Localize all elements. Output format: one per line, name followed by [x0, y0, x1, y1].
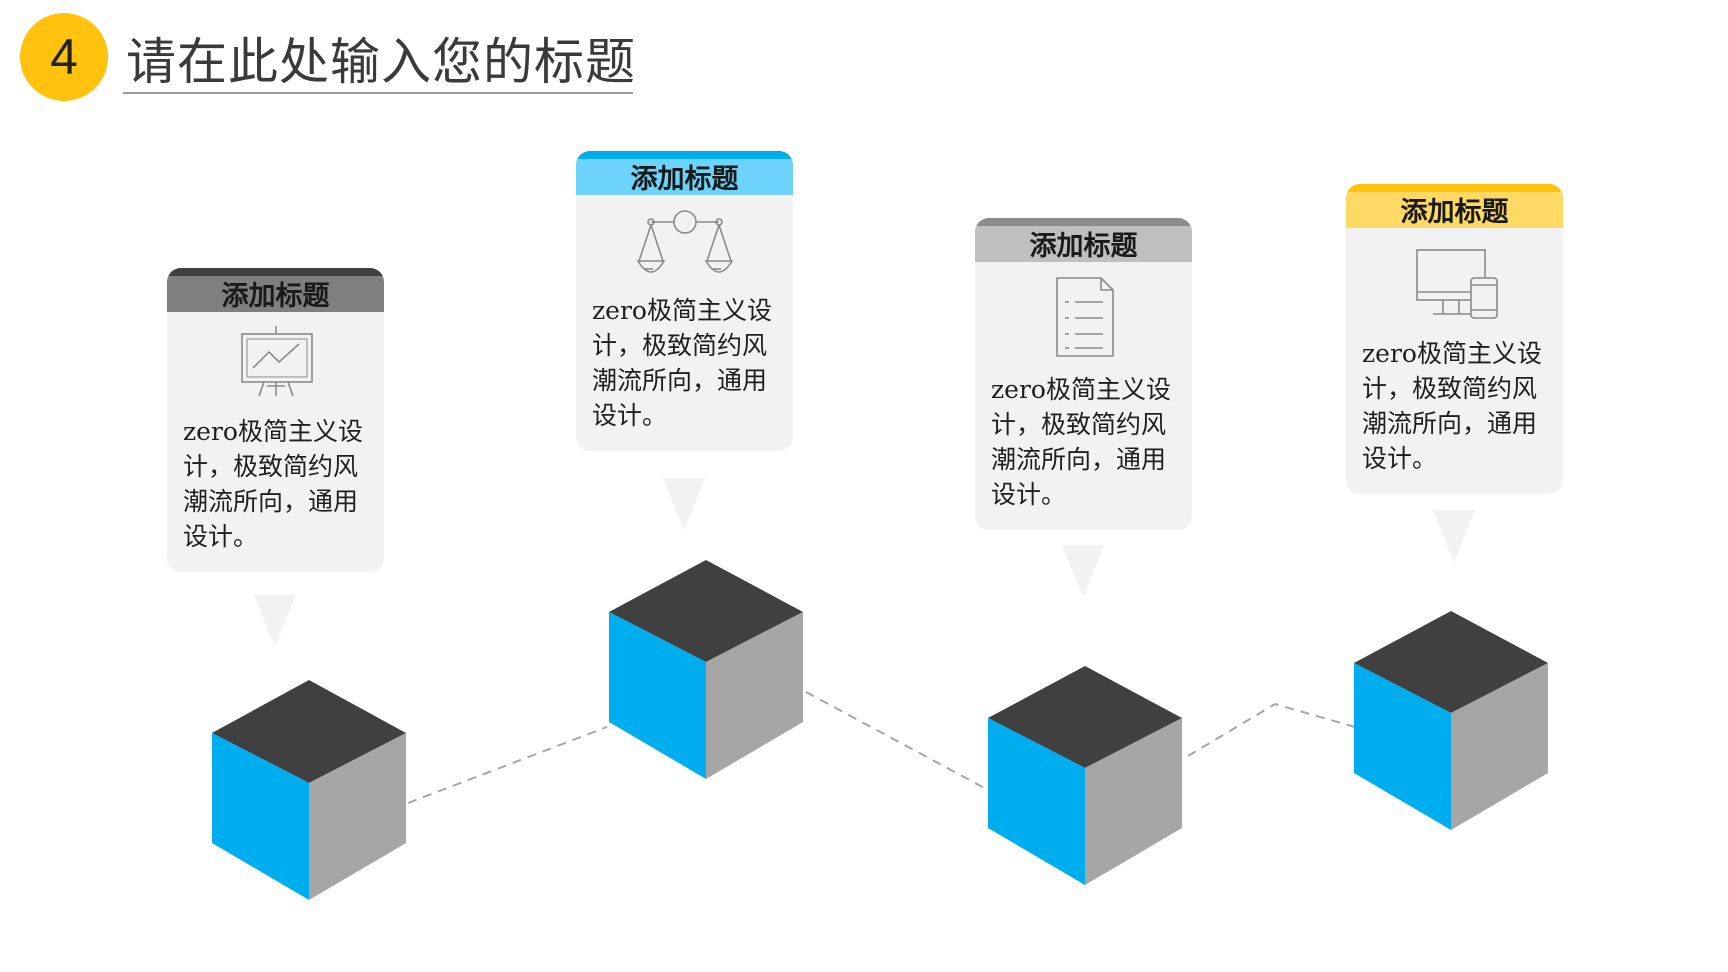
card-4-title: 添加标题: [1400, 196, 1509, 228]
cube-4-right: [1451, 663, 1548, 830]
step-card-4: 添加标题 zero极简主义设计，极致简约风潮流所向，通用设计。: [1346, 184, 1563, 494]
card-1-header-band: [167, 268, 384, 276]
card-3-title: 添加标题: [1029, 230, 1138, 262]
card-2-header[interactable]: 添加标题: [576, 151, 793, 195]
card-2-header-band: [576, 151, 793, 159]
connector-line-1-2: [407, 726, 608, 804]
card-4-header[interactable]: 添加标题: [1346, 184, 1563, 228]
step-number-badge: 4: [20, 13, 108, 101]
cube-1: [212, 680, 406, 900]
card-4-header-band: [1346, 184, 1563, 192]
card-3-description: zero极简主义设计，极致简约风潮流所向，通用设计。: [991, 375, 1171, 509]
cube-2: [609, 560, 803, 779]
cube-3-top: [988, 666, 1182, 768]
cube-1-left: [212, 733, 309, 900]
card-1-pointer: [254, 595, 296, 647]
document-icon: [1055, 277, 1114, 357]
card-4-pointer: [1433, 510, 1475, 562]
cube-4: [1354, 611, 1548, 830]
cube-4-top: [1354, 611, 1548, 713]
card-4-description: zero极简主义设计，极致简约风潮流所向，通用设计。: [1362, 339, 1542, 473]
card-2-description: zero极简主义设计，极致简约风潮流所向，通用设计。: [592, 296, 772, 430]
page-title[interactable]: 请在此处输入您的标题: [126, 33, 636, 91]
balance-scale-icon: [636, 210, 733, 273]
step-card-3: 添加标题 zero极简主义设计，极致简约风潮流所向，通用设计。: [975, 218, 1192, 530]
cube-2-top: [609, 560, 803, 662]
card-2-title: 添加标题: [630, 163, 739, 195]
cube-3: [988, 666, 1182, 885]
title-underline: [123, 92, 633, 94]
cube-2-left: [609, 612, 706, 779]
cube-2-right: [706, 612, 803, 779]
step-card-2: 添加标题 zero极简主义设计，极致简约风潮流所向，通用设计。: [576, 151, 793, 451]
devices-icon: [1415, 249, 1498, 319]
step-card-1: 添加标题 zero极简主义设计，极致简约风潮流所向，通用设计。: [167, 268, 384, 572]
connector-lines: [407, 691, 1356, 804]
card-3-header[interactable]: 添加标题: [975, 218, 1192, 262]
card-3-pointer: [1062, 545, 1104, 597]
card-3-header-band: [975, 218, 1192, 226]
cube-4-left: [1354, 663, 1451, 830]
card-1-header[interactable]: 添加标题: [167, 268, 384, 312]
connector-line-2-3: [805, 691, 991, 792]
card-1-description: zero极简主义设计，极致简约风潮流所向，通用设计。: [183, 417, 363, 551]
cube-3-left: [988, 718, 1085, 885]
card-1-title: 添加标题: [221, 280, 330, 312]
card-2-pointer: [663, 478, 705, 530]
presentation-board-icon: [240, 326, 313, 397]
connector-line-3-4: [1187, 702, 1356, 757]
cube-1-top: [212, 680, 406, 783]
step-number: 4: [50, 29, 78, 85]
cube-3-right: [1085, 718, 1182, 885]
cube-1-right: [309, 733, 406, 900]
